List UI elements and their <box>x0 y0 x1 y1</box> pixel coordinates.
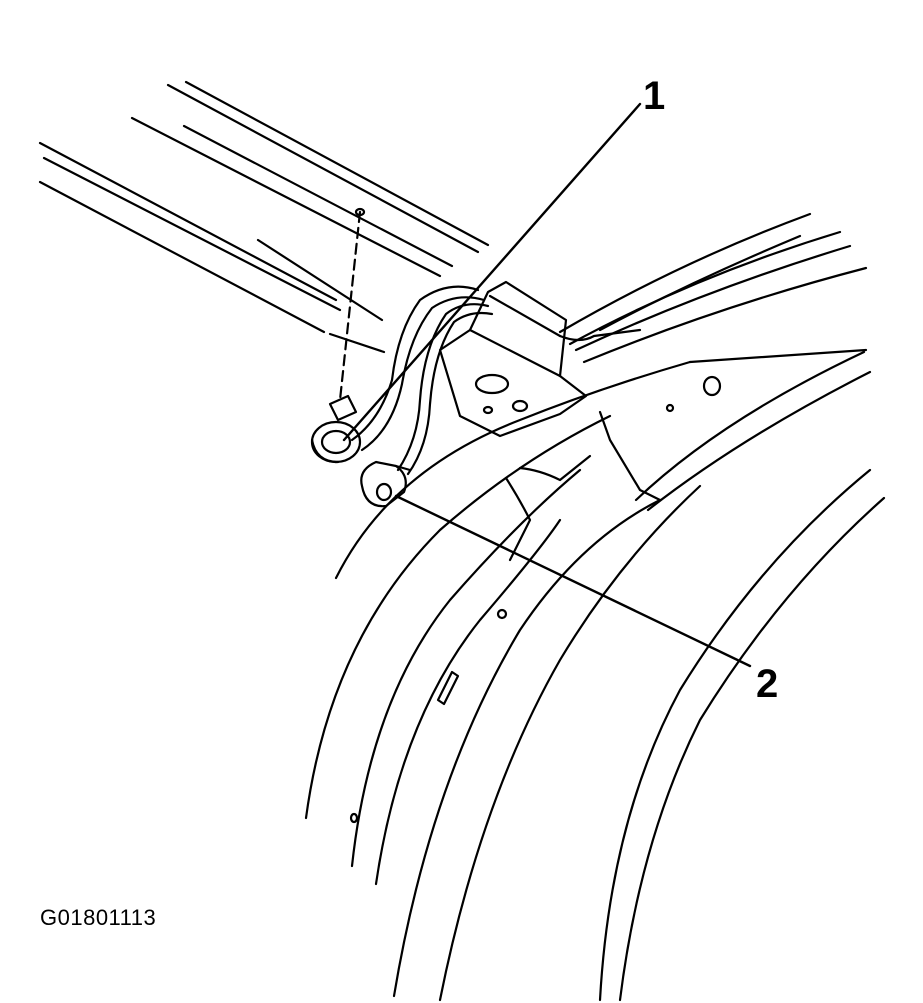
door-pillar <box>306 350 884 1000</box>
ground-terminal <box>361 462 410 506</box>
callout-2-label: 2 <box>756 662 779 706</box>
leader-line-1 <box>344 104 640 440</box>
roof-rail-right <box>560 214 866 362</box>
leader-line-2 <box>396 496 750 666</box>
figure-id-label: G01801113 <box>40 905 157 930</box>
callout-1-label: 1 <box>643 74 666 118</box>
bolt <box>312 209 364 462</box>
roof-rail-upper <box>40 82 488 352</box>
